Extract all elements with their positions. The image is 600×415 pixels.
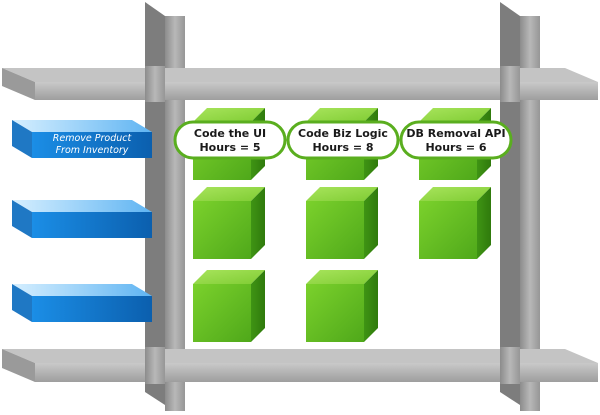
task-cube-front xyxy=(306,284,364,342)
story-bar-side xyxy=(12,284,32,322)
task-cube xyxy=(419,187,491,259)
task-label-hours: Hours = 8 xyxy=(312,141,373,154)
task-cube-front xyxy=(193,284,251,342)
story-bars: Remove Product From Inventory xyxy=(12,120,152,322)
frame-beam-bottom-front xyxy=(35,363,598,382)
story-bar-top xyxy=(12,200,152,212)
frame-post-left-front-bottom xyxy=(145,347,165,384)
task-cube-front xyxy=(419,201,477,259)
story-bar: Remove Product From Inventory xyxy=(12,120,152,158)
story-bar xyxy=(12,284,152,322)
story-bar-front xyxy=(32,132,152,158)
task-cube-top xyxy=(306,187,378,201)
frame-beam-top-end xyxy=(2,68,35,100)
task-label-pill xyxy=(173,120,287,160)
task-label-title: DB Removal API xyxy=(406,127,505,140)
story-bar-side xyxy=(12,200,32,238)
task-label: DB Removal API Hours = 6 xyxy=(399,120,513,160)
task-cube-front xyxy=(193,201,251,259)
task-label: Code the UI Hours = 5 xyxy=(173,120,287,160)
story-bar-top xyxy=(12,284,152,296)
task-cube-side xyxy=(364,270,378,342)
task-labels: Code the UI Hours = 5 Code Biz Logic Hou… xyxy=(173,120,513,160)
task-label-hours: Hours = 5 xyxy=(199,141,260,154)
task-cube xyxy=(306,187,378,259)
task-label: Code Biz Logic Hours = 8 xyxy=(286,120,400,160)
frame-beam-top-front xyxy=(35,82,598,100)
frame-post-right-front xyxy=(500,66,520,102)
task-cube xyxy=(193,270,265,342)
task-label-pill xyxy=(286,120,400,160)
frame-beam-bottom-end xyxy=(2,349,35,382)
task-cube-side xyxy=(251,187,265,259)
task-cube-side xyxy=(251,270,265,342)
task-cube-top xyxy=(419,108,491,122)
story-bar-front xyxy=(32,212,152,238)
frame-post-right xyxy=(520,16,540,411)
task-cube-top xyxy=(306,270,378,284)
frame-post-right-side xyxy=(500,2,520,405)
frame-post-left-front xyxy=(145,66,165,102)
task-label-pill xyxy=(399,120,513,160)
task-cube-side xyxy=(477,187,491,259)
task-cube-top xyxy=(419,187,491,201)
frame-post-left-side xyxy=(145,2,165,405)
frame-post-left xyxy=(165,16,185,411)
task-label-hours: Hours = 6 xyxy=(425,141,486,154)
task-cube-side xyxy=(364,187,378,259)
story-bar-top xyxy=(12,120,152,132)
task-cube-front xyxy=(306,201,364,259)
story-bar-side xyxy=(12,120,32,158)
task-label-title: Code the UI xyxy=(194,127,266,140)
frame-post-right-front-bottom xyxy=(500,347,520,384)
story-bar-front xyxy=(32,296,152,322)
task-cube-top xyxy=(306,108,378,122)
task-cube-top xyxy=(193,108,265,122)
task-cube-top xyxy=(193,187,265,201)
task-label-title: Code Biz Logic xyxy=(298,127,388,140)
task-cube xyxy=(193,187,265,259)
story-bar-label-line2: From Inventory xyxy=(56,145,129,156)
frame xyxy=(2,2,598,411)
story-bar xyxy=(12,200,152,238)
story-bar-label-line1: Remove Product xyxy=(53,133,133,144)
task-cube-top xyxy=(193,270,265,284)
task-cube xyxy=(306,270,378,342)
